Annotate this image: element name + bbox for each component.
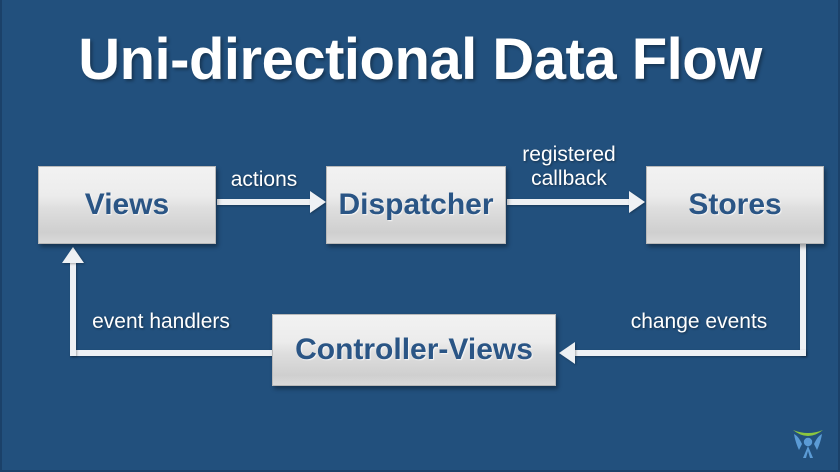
- arrowhead-right-icon: [310, 191, 326, 213]
- arrow-shaft-vertical: [800, 244, 806, 356]
- node-stores[interactable]: Stores: [646, 166, 824, 244]
- arrow-shaft: [507, 199, 630, 205]
- node-controller-views[interactable]: Controller-Views: [272, 314, 556, 386]
- node-views[interactable]: Views: [38, 166, 216, 244]
- person-with-raised-arms-logo: [793, 430, 823, 458]
- logo-left-arm-icon: [794, 434, 802, 450]
- logo-right-arm-icon: [814, 434, 822, 450]
- edge-label-event-handlers: event handlers: [92, 310, 230, 333]
- edge-label-actions: actions: [230, 168, 298, 191]
- arrow-shaft-horizontal: [70, 350, 274, 356]
- edge-label-registered-callback: registered callback: [522, 143, 616, 190]
- logo-arc-icon: [793, 430, 823, 436]
- arrow-shaft-horizontal: [575, 350, 806, 356]
- page-title: Uni-directional Data Flow: [78, 27, 762, 92]
- edge-label-change-events: change events: [630, 310, 768, 333]
- node-dispatcher[interactable]: Dispatcher: [326, 166, 506, 244]
- logo-head-icon: [803, 437, 813, 447]
- arrowhead-up-icon: [62, 247, 84, 263]
- arrow-shaft-vertical: [70, 262, 76, 356]
- logo-body-icon: [803, 446, 813, 458]
- arrowhead-right-icon: [629, 191, 645, 213]
- arrowhead-left-icon: [559, 342, 575, 364]
- arrow-shaft: [217, 199, 311, 205]
